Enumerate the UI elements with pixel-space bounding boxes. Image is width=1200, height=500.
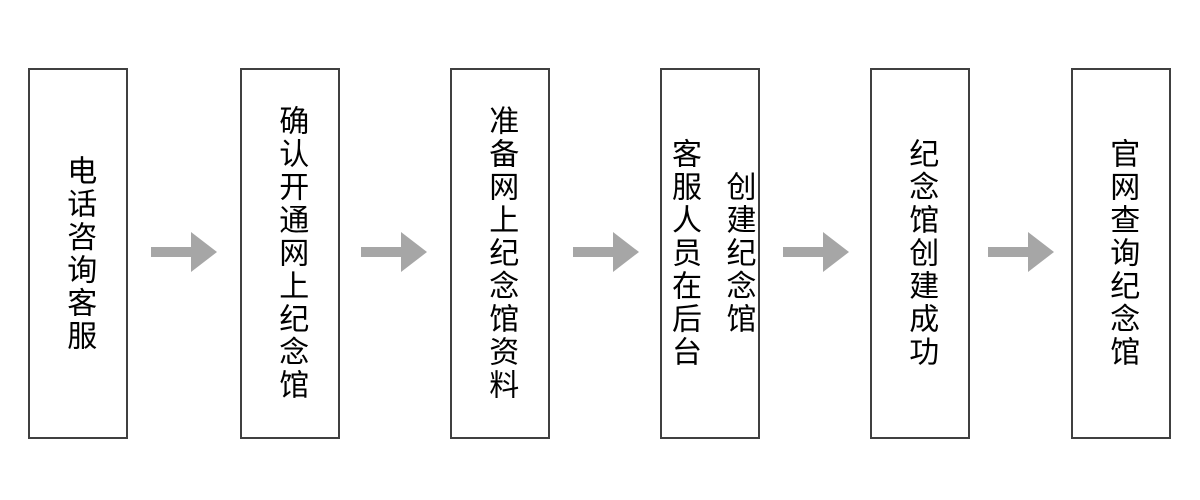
right-arrow-icon (988, 232, 1054, 272)
flow-step-box-5: 纪念馆创建成功 (870, 68, 970, 439)
flow-step-1-label: 电话咨询客服 (62, 154, 96, 353)
flow-step-2-label: 确认开通网上纪念馆 (274, 105, 308, 402)
flow-step-3-label: 准备网上纪念馆资料 (484, 105, 518, 402)
flow-step-box-2: 确认开通网上纪念馆 (240, 68, 340, 439)
flow-step-4-label-col-1: 客服人员在后台 (667, 138, 700, 369)
right-arrow-icon (151, 232, 217, 272)
flow-step-box-6: 官网查询纪念馆 (1071, 68, 1171, 439)
flow-step-box-4: 客服人员在后台 创建纪念馆 (660, 68, 760, 439)
flow-step-box-1: 电话咨询客服 (28, 68, 128, 439)
flow-step-6-label: 官网查询纪念馆 (1105, 138, 1139, 369)
flow-step-4-label-col-2: 创建纪念馆 (721, 171, 755, 336)
right-arrow-icon (573, 232, 639, 272)
flow-step-box-3: 准备网上纪念馆资料 (450, 68, 550, 439)
flow-step-5-label: 纪念馆创建成功 (904, 138, 938, 369)
right-arrow-icon (783, 232, 849, 272)
right-arrow-icon (361, 232, 427, 272)
